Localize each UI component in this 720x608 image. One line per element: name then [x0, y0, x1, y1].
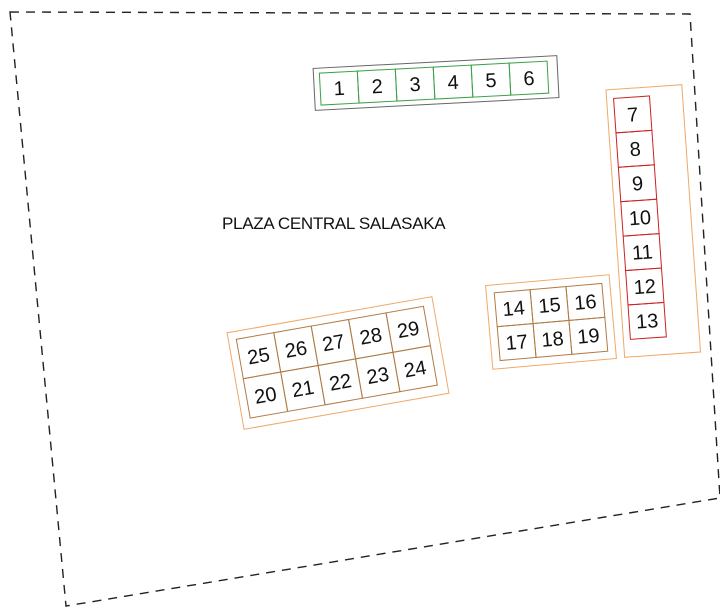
stall-number: 6: [523, 68, 535, 91]
stall-number: 29: [396, 318, 422, 344]
stall-number: 13: [635, 310, 659, 333]
stall-number: 21: [290, 377, 316, 403]
stall-number: 16: [573, 291, 597, 315]
stall-number: 27: [321, 331, 347, 357]
stall-number: 20: [253, 383, 279, 409]
stall-number: 26: [283, 337, 309, 363]
stall-number: 18: [541, 328, 565, 352]
stall-13: [627, 301, 667, 340]
stall-number: 15: [538, 294, 562, 318]
stall-number: 1: [333, 78, 345, 101]
group-frame: [312, 55, 560, 111]
stall-group-east: 7 8 9 10 11 12 13: [605, 84, 701, 358]
stall-number: 8: [629, 138, 642, 161]
stall-number: 10: [628, 207, 652, 230]
stall-number: 11: [631, 241, 653, 264]
stall-group-center: 14 15 16 17 18 19: [485, 274, 617, 370]
stall-number: 9: [631, 173, 644, 196]
stall-number: 14: [502, 297, 526, 321]
stall-group-southwest: 25 26 27 28 29 20 21 22 23 24: [226, 296, 450, 430]
plaza-label: PLAZA CENTRAL SALASAKA: [222, 214, 446, 233]
stall-number: 4: [447, 72, 459, 95]
stall-number: 25: [246, 344, 272, 370]
plaza-boundary: [9, 11, 720, 607]
stall-number: 24: [402, 357, 428, 383]
stall-number: 5: [485, 70, 497, 93]
group-frame: [605, 84, 701, 358]
stall-19: [568, 316, 609, 355]
stall-number: 12: [633, 276, 657, 299]
group-frame: [226, 296, 450, 430]
stall-number: 17: [505, 331, 529, 355]
stall-number: 7: [626, 104, 639, 127]
stall-24: [392, 345, 438, 393]
stall-group-north: 1 2 3 4 5 6: [312, 55, 560, 111]
stall-number: 23: [365, 364, 391, 390]
stall-number: 2: [371, 76, 383, 99]
stall-6: [508, 60, 550, 96]
group-frame: [485, 274, 617, 370]
stall-number: 28: [358, 324, 384, 350]
stall-number: 19: [576, 325, 600, 349]
stall-number: 22: [328, 370, 354, 396]
stall-number: 3: [409, 74, 421, 97]
